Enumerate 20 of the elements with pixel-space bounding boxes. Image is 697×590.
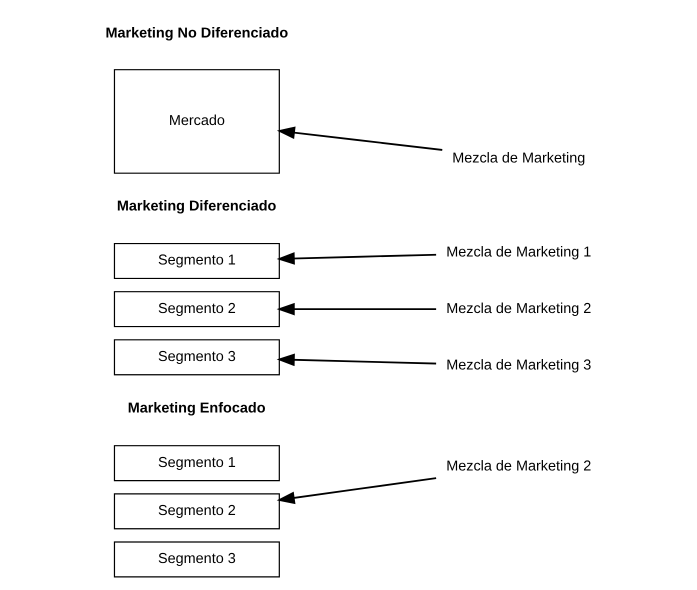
arrow	[276, 252, 436, 265]
label: Marketing Diferenciado	[116, 198, 276, 215]
node-box: Segmento 1	[114, 242, 280, 280]
node-text: Mezcla de Marketing	[452, 150, 586, 166]
node-box: Segmento 1	[114, 445, 280, 482]
node-box: Segmento 3	[114, 339, 280, 376]
arrow	[276, 126, 442, 151]
arrow	[276, 302, 436, 316]
node-text: Mezcla de Marketing 3	[446, 357, 592, 374]
node-text: Mezcla de Marketing 2	[446, 300, 592, 317]
node-box: Segmento 2	[114, 493, 280, 530]
node-box: Segmento 2	[114, 291, 280, 328]
node-box: Segmento 3	[114, 541, 280, 578]
node-text: Mezcla de Marketing 1	[446, 244, 592, 260]
label: Marketing No Diferenciado	[105, 25, 288, 42]
arrow	[276, 354, 436, 366]
node-text: Mezcla de Marketing 2	[446, 458, 592, 474]
label: Marketing Enfocado	[128, 400, 266, 417]
arrow	[276, 477, 436, 504]
node-box: Mercado	[114, 69, 280, 174]
